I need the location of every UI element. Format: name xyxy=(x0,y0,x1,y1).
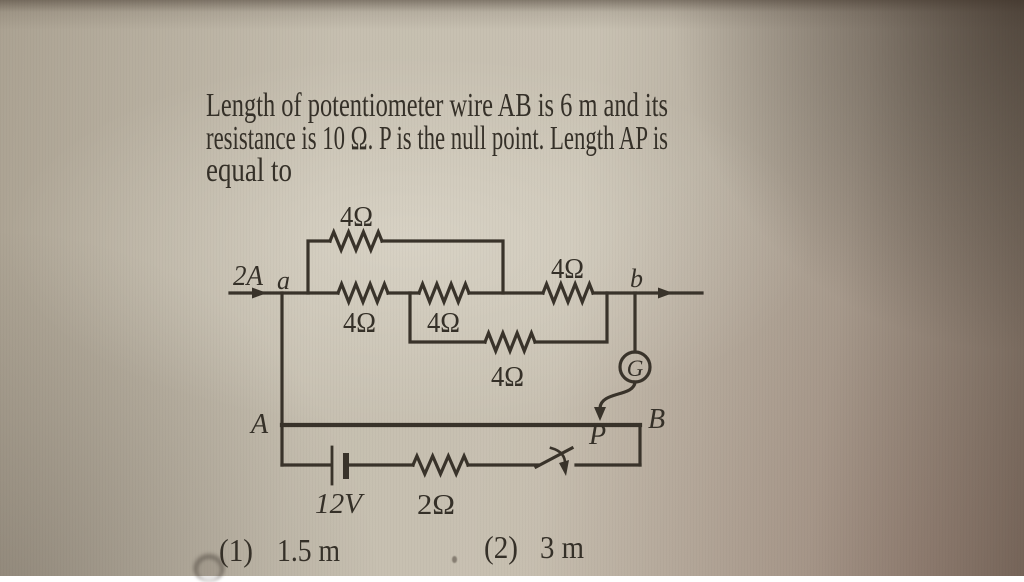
circuit-diagram xyxy=(228,227,704,486)
resistor-zigzag-lower xyxy=(482,328,538,356)
galvanometer-to-null-point-wire xyxy=(598,380,637,410)
resistor-zigzag-main-2 xyxy=(416,279,472,307)
battery-label: 12V xyxy=(315,489,365,520)
terminal-B-label: B xyxy=(648,404,665,435)
current-out-arrowhead-icon xyxy=(658,287,673,299)
resistor-zigzag-series xyxy=(410,452,471,478)
key-blade xyxy=(533,445,575,470)
question-line-3: equal to xyxy=(206,152,292,189)
lower-branch-wire xyxy=(408,291,609,344)
resistor-label-main-1: 4Ω xyxy=(343,308,376,339)
question-line-2: resistance is 10 Ω. P is the null point.… xyxy=(206,120,668,157)
galvanometer-label: G xyxy=(627,356,644,381)
resistor-label-main-3: 4Ω xyxy=(551,254,584,285)
resistor-zigzag-main-3 xyxy=(540,279,596,307)
jockey-arrowhead-icon xyxy=(559,460,569,476)
node-b-label: b xyxy=(630,264,643,293)
circuit-labels: 2A a 4Ω 4Ω 4Ω 4Ω 4Ω b G A B P 12V 2Ω xyxy=(233,202,665,521)
arrowheads xyxy=(252,287,673,476)
resistor-label-lower: 4Ω xyxy=(491,362,524,393)
terminal-A-label: A xyxy=(249,409,269,440)
top-branch-wire xyxy=(306,239,505,295)
question-text: Length of potentiometer wire AB is 6 m a… xyxy=(206,87,668,189)
null-point-label: P xyxy=(588,420,606,451)
resistor-zigzag-top xyxy=(327,227,385,255)
question-line-1: Length of potentiometer wire AB is 6 m a… xyxy=(206,87,668,124)
battery-icon xyxy=(330,445,349,486)
current-in-arrowhead-icon xyxy=(252,287,267,299)
node-a-label: a xyxy=(277,266,290,295)
photo-speck xyxy=(452,556,457,563)
null-point-arrowhead-icon xyxy=(594,407,606,421)
option-2-number: (2) xyxy=(484,529,518,565)
option-1-value: 1.5 m xyxy=(277,532,340,568)
series-resistor-label: 2Ω xyxy=(417,490,455,521)
answer-options: (1) 1.5 m (2) 3 m xyxy=(219,529,584,568)
current-in-label: 2A xyxy=(233,261,264,292)
resistor-label-main-2: 4Ω xyxy=(427,308,460,339)
resistor-zigzag-main-1 xyxy=(335,279,391,307)
photo-smudge xyxy=(193,552,225,582)
option-2-value: 3 m xyxy=(540,529,584,565)
resistor-label-top: 4Ω xyxy=(340,202,373,233)
option-1-number: (1) xyxy=(219,532,253,568)
